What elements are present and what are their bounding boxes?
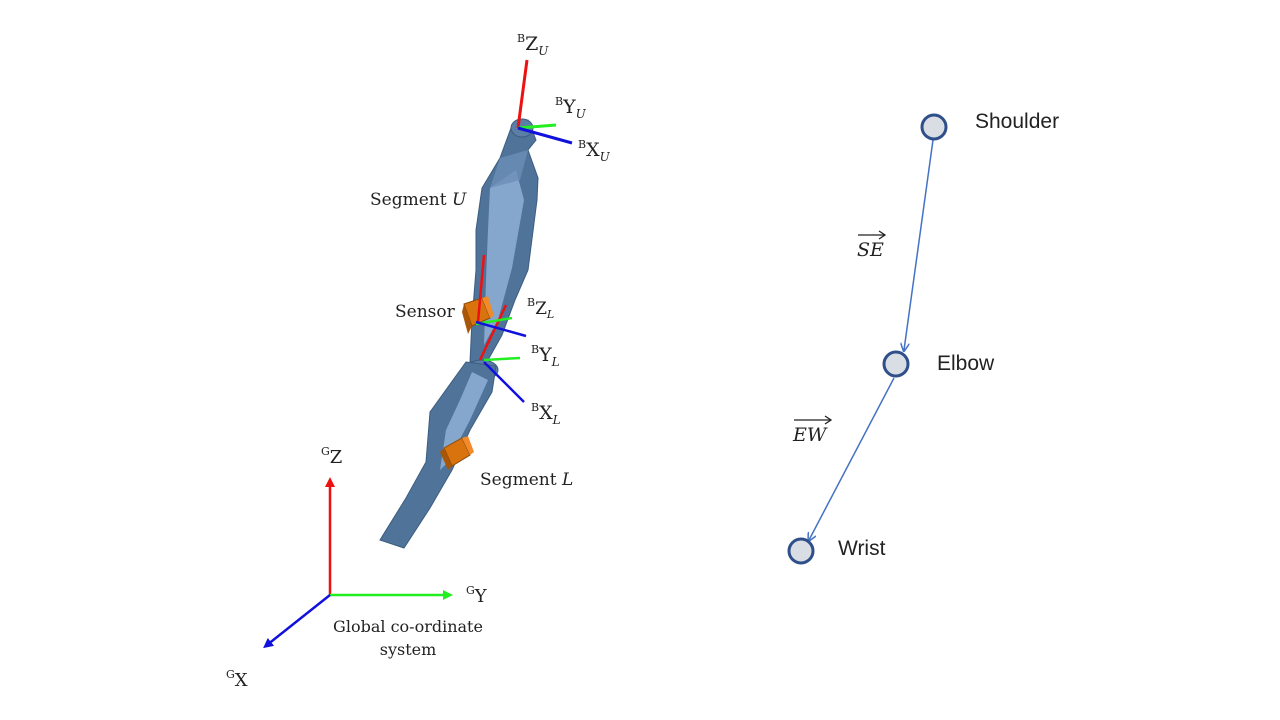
label-sensor: Sensor xyxy=(395,302,456,322)
label-upper-z: BZU xyxy=(517,32,549,58)
global-caption-line1: Global co-ordinate xyxy=(333,617,483,636)
wrist-node xyxy=(787,537,815,565)
upper-y-axis xyxy=(517,123,557,130)
upper-x-axis xyxy=(517,126,573,145)
label-wrist: Wrist xyxy=(838,537,886,560)
upper-body-frame xyxy=(516,59,573,145)
vector-ew-text: EW xyxy=(792,424,828,446)
global-x-axis xyxy=(263,594,331,649)
label-upper-x: BXU xyxy=(578,138,611,164)
label-global-y: GY xyxy=(466,584,488,607)
label-segment-u: Segment U xyxy=(370,190,467,210)
upper-arm-highlight xyxy=(484,170,524,345)
label-shoulder: Shoulder xyxy=(975,110,1059,133)
vector-se-label: SE xyxy=(857,230,887,261)
lower-y-axis-b xyxy=(483,356,521,362)
label-upper-y: BYU xyxy=(555,95,587,121)
elbow-node xyxy=(882,350,910,378)
lower-sensor-box xyxy=(440,436,474,470)
lower-x-axis-b xyxy=(483,361,525,403)
upper-z-axis xyxy=(516,59,529,129)
vector-ew-label: EW xyxy=(792,415,833,446)
label-lower-z: BZL xyxy=(527,296,554,321)
vector-se-line xyxy=(904,139,934,350)
label-global-x: GX xyxy=(226,668,248,691)
label-elbow: Elbow xyxy=(937,352,995,375)
lower-z-axis-b xyxy=(478,304,508,361)
upper-arm-shade xyxy=(490,150,528,188)
global-frame xyxy=(263,477,453,649)
label-lower-y: BYL xyxy=(531,343,560,369)
label-segment-l: Segment L xyxy=(480,470,573,490)
shoulder-node xyxy=(920,113,948,141)
limb-model xyxy=(379,118,539,549)
global-caption-line2: system xyxy=(380,640,437,659)
lower-z-axis-a xyxy=(476,254,486,323)
vector-se-text: SE xyxy=(857,239,884,261)
lower-body-frame xyxy=(475,254,527,403)
vector-ew-line xyxy=(809,377,895,540)
label-lower-x: BXL xyxy=(531,401,561,427)
lower-x-axis-a xyxy=(475,320,527,338)
kinematic-chain xyxy=(787,113,948,565)
label-global-z: GZ xyxy=(321,445,342,468)
upper-sensor-box xyxy=(462,296,494,334)
